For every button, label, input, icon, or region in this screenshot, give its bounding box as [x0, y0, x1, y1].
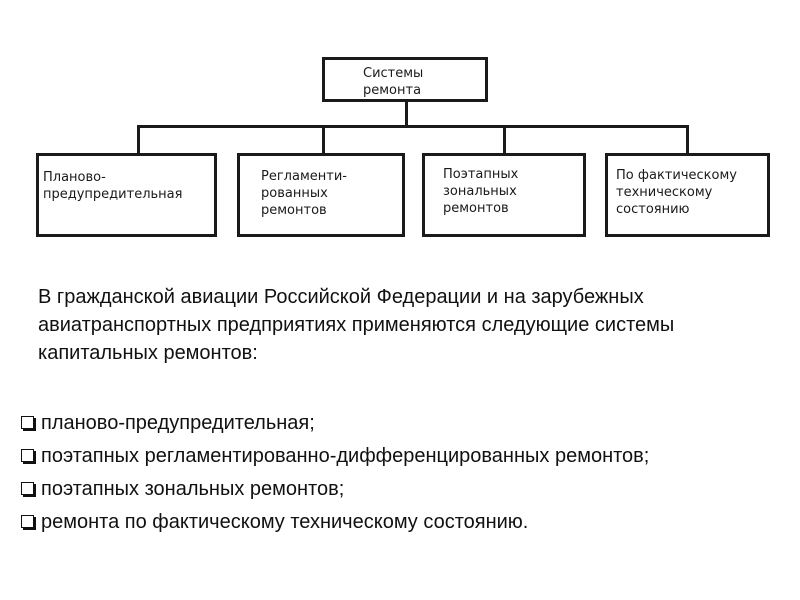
list-item: ремонта по фактическому техническому сос… [18, 508, 788, 536]
child-2-line-2: рованных [261, 186, 328, 201]
child-box-planned-preventive: Планово- предупредительная [36, 153, 217, 237]
repair-systems-diagram: Системы ремонта Планово- предупредительн… [0, 0, 800, 260]
list-item-text: ремонта по фактическому техническому сос… [41, 511, 529, 533]
child-1-line-1: Планово- [43, 170, 106, 185]
child-box-actual-condition: По фактическому техническому состоянию [605, 153, 770, 237]
checkbox-bullet-icon [21, 416, 34, 429]
list-item: поэтапных зональных ремонтов; [18, 475, 788, 503]
child-box-zonal: Поэтапных зональных ремонтов [422, 153, 586, 237]
child-box-regulated: Регламенти- рованных ремонтов [237, 153, 405, 237]
child-4-line-2: техническому [616, 185, 713, 200]
child-2-line-1: Регламенти- [261, 169, 347, 184]
horizontal-connector [137, 125, 686, 128]
checkbox-bullet-icon [21, 515, 34, 528]
list-item-text: планово-предупредительная; [41, 412, 315, 434]
checkbox-bullet-icon [21, 449, 34, 462]
root-connector [405, 100, 408, 127]
branch-connector-2 [322, 125, 325, 155]
list-item: планово-предупредительная; [18, 409, 788, 437]
list-item-text: поэтапных зональных ремонтов; [41, 478, 345, 500]
branch-connector-4 [686, 125, 689, 155]
child-4-line-3: состоянию [616, 202, 690, 217]
child-2-line-3: ремонтов [261, 203, 327, 218]
child-1-line-2: предупредительная [43, 187, 183, 202]
branch-connector-1 [137, 125, 140, 155]
root-box: Системы ремонта [322, 57, 488, 102]
child-3-line-2: зональных [443, 184, 517, 199]
child-4-line-1: По фактическому [616, 168, 737, 183]
checkbox-bullet-icon [21, 482, 34, 495]
branch-connector-3 [503, 125, 506, 155]
child-3-line-3: ремонтов [443, 201, 509, 216]
list-item: поэтапных регламентированно-дифференциро… [18, 442, 788, 470]
list-item-text: поэтапных регламентированно-дифференциро… [41, 445, 650, 467]
intro-paragraph: В гражданской авиации Российской Федерац… [38, 286, 675, 364]
repair-systems-list: планово-предупредительная; поэтапных рег… [18, 409, 788, 541]
root-line-1: Системы [363, 66, 424, 81]
root-line-2: ремонта [363, 83, 422, 98]
child-3-line-1: Поэтапных [443, 167, 519, 182]
